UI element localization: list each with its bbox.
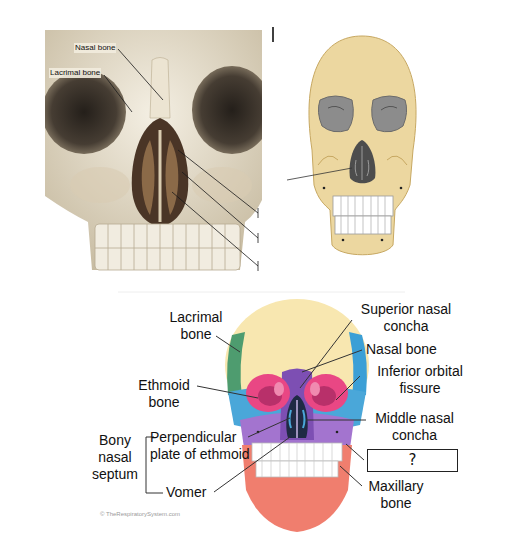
leader-lines (104, 49, 258, 271)
watermark-text: © TheRespiratorySystem.com (100, 511, 210, 518)
part-label: Lacrimal bone (49, 68, 101, 78)
skull-photo (45, 30, 262, 270)
leader-line (216, 336, 240, 352)
orbit (318, 96, 353, 132)
orbit (246, 374, 290, 412)
leader-line (118, 49, 163, 100)
leader-line (346, 444, 364, 460)
answer-box: ? (367, 449, 458, 472)
part-label: Lacrimal bone (160, 309, 232, 343)
orbit (372, 96, 407, 132)
part-label: Superior nasal concha (350, 301, 462, 335)
foramen-dot (342, 239, 345, 242)
leader-line (172, 192, 258, 266)
part-label: Maxillary bone (356, 478, 436, 512)
part-label: Vomer (166, 484, 226, 501)
foramen-dot (336, 431, 339, 434)
septum (296, 400, 298, 438)
nasal-septum (159, 130, 162, 222)
nasal-cavity (286, 395, 307, 438)
leader-line (306, 420, 366, 421)
leader-line (287, 168, 352, 180)
nasal-detail (355, 146, 369, 180)
text-cursor (272, 27, 274, 42)
leader-line (336, 376, 360, 400)
foramen-dot (381, 239, 384, 242)
part-label: Inferior orbital fissure (364, 363, 476, 397)
cheek-line (318, 156, 407, 165)
leader-line (340, 466, 362, 486)
foramen-dot (400, 187, 403, 190)
ethmoid-patch (310, 382, 320, 396)
teeth-lines (262, 443, 332, 477)
leader-line (300, 320, 352, 388)
part-label: Nasal bone (366, 341, 456, 358)
nasal-concha (166, 140, 179, 215)
blank-label-ticks (258, 208, 259, 271)
foramen-dot (323, 187, 326, 190)
teeth (95, 224, 240, 270)
leader-line (248, 418, 290, 437)
nasal-concha (142, 140, 155, 215)
teeth-lines (95, 224, 240, 270)
nasal-cavity (350, 140, 376, 183)
group-label: Bony nasal septum (88, 432, 142, 482)
skull-outline (309, 36, 416, 255)
leader-line (302, 350, 362, 372)
handwritten-mark: ? (409, 452, 417, 469)
ethmoid-patch (274, 382, 284, 396)
teeth-lines (341, 196, 385, 234)
part-label: Middle nasal concha (362, 410, 467, 444)
leader-line (197, 386, 258, 398)
orbit (192, 66, 262, 154)
leader-line (182, 172, 258, 238)
leader-line (214, 437, 290, 492)
separator-line (118, 292, 405, 293)
cheek-shade (70, 167, 130, 203)
skull-cartoon (287, 36, 416, 255)
side-bone (349, 332, 367, 398)
skull-colored (225, 299, 369, 532)
nasal-bones (150, 58, 170, 119)
side-bone (227, 332, 245, 398)
orbit (304, 374, 348, 412)
leader-line (104, 75, 132, 112)
orbit-detail (328, 106, 397, 110)
part-label: Ethmoid bone (128, 377, 200, 411)
nasal-aperture (132, 118, 189, 226)
part-label: Perpendicular plate of ethmoid (150, 429, 250, 463)
septum-bracket (146, 437, 163, 493)
orbit (45, 70, 126, 154)
part-label: Nasal bone (74, 43, 116, 53)
